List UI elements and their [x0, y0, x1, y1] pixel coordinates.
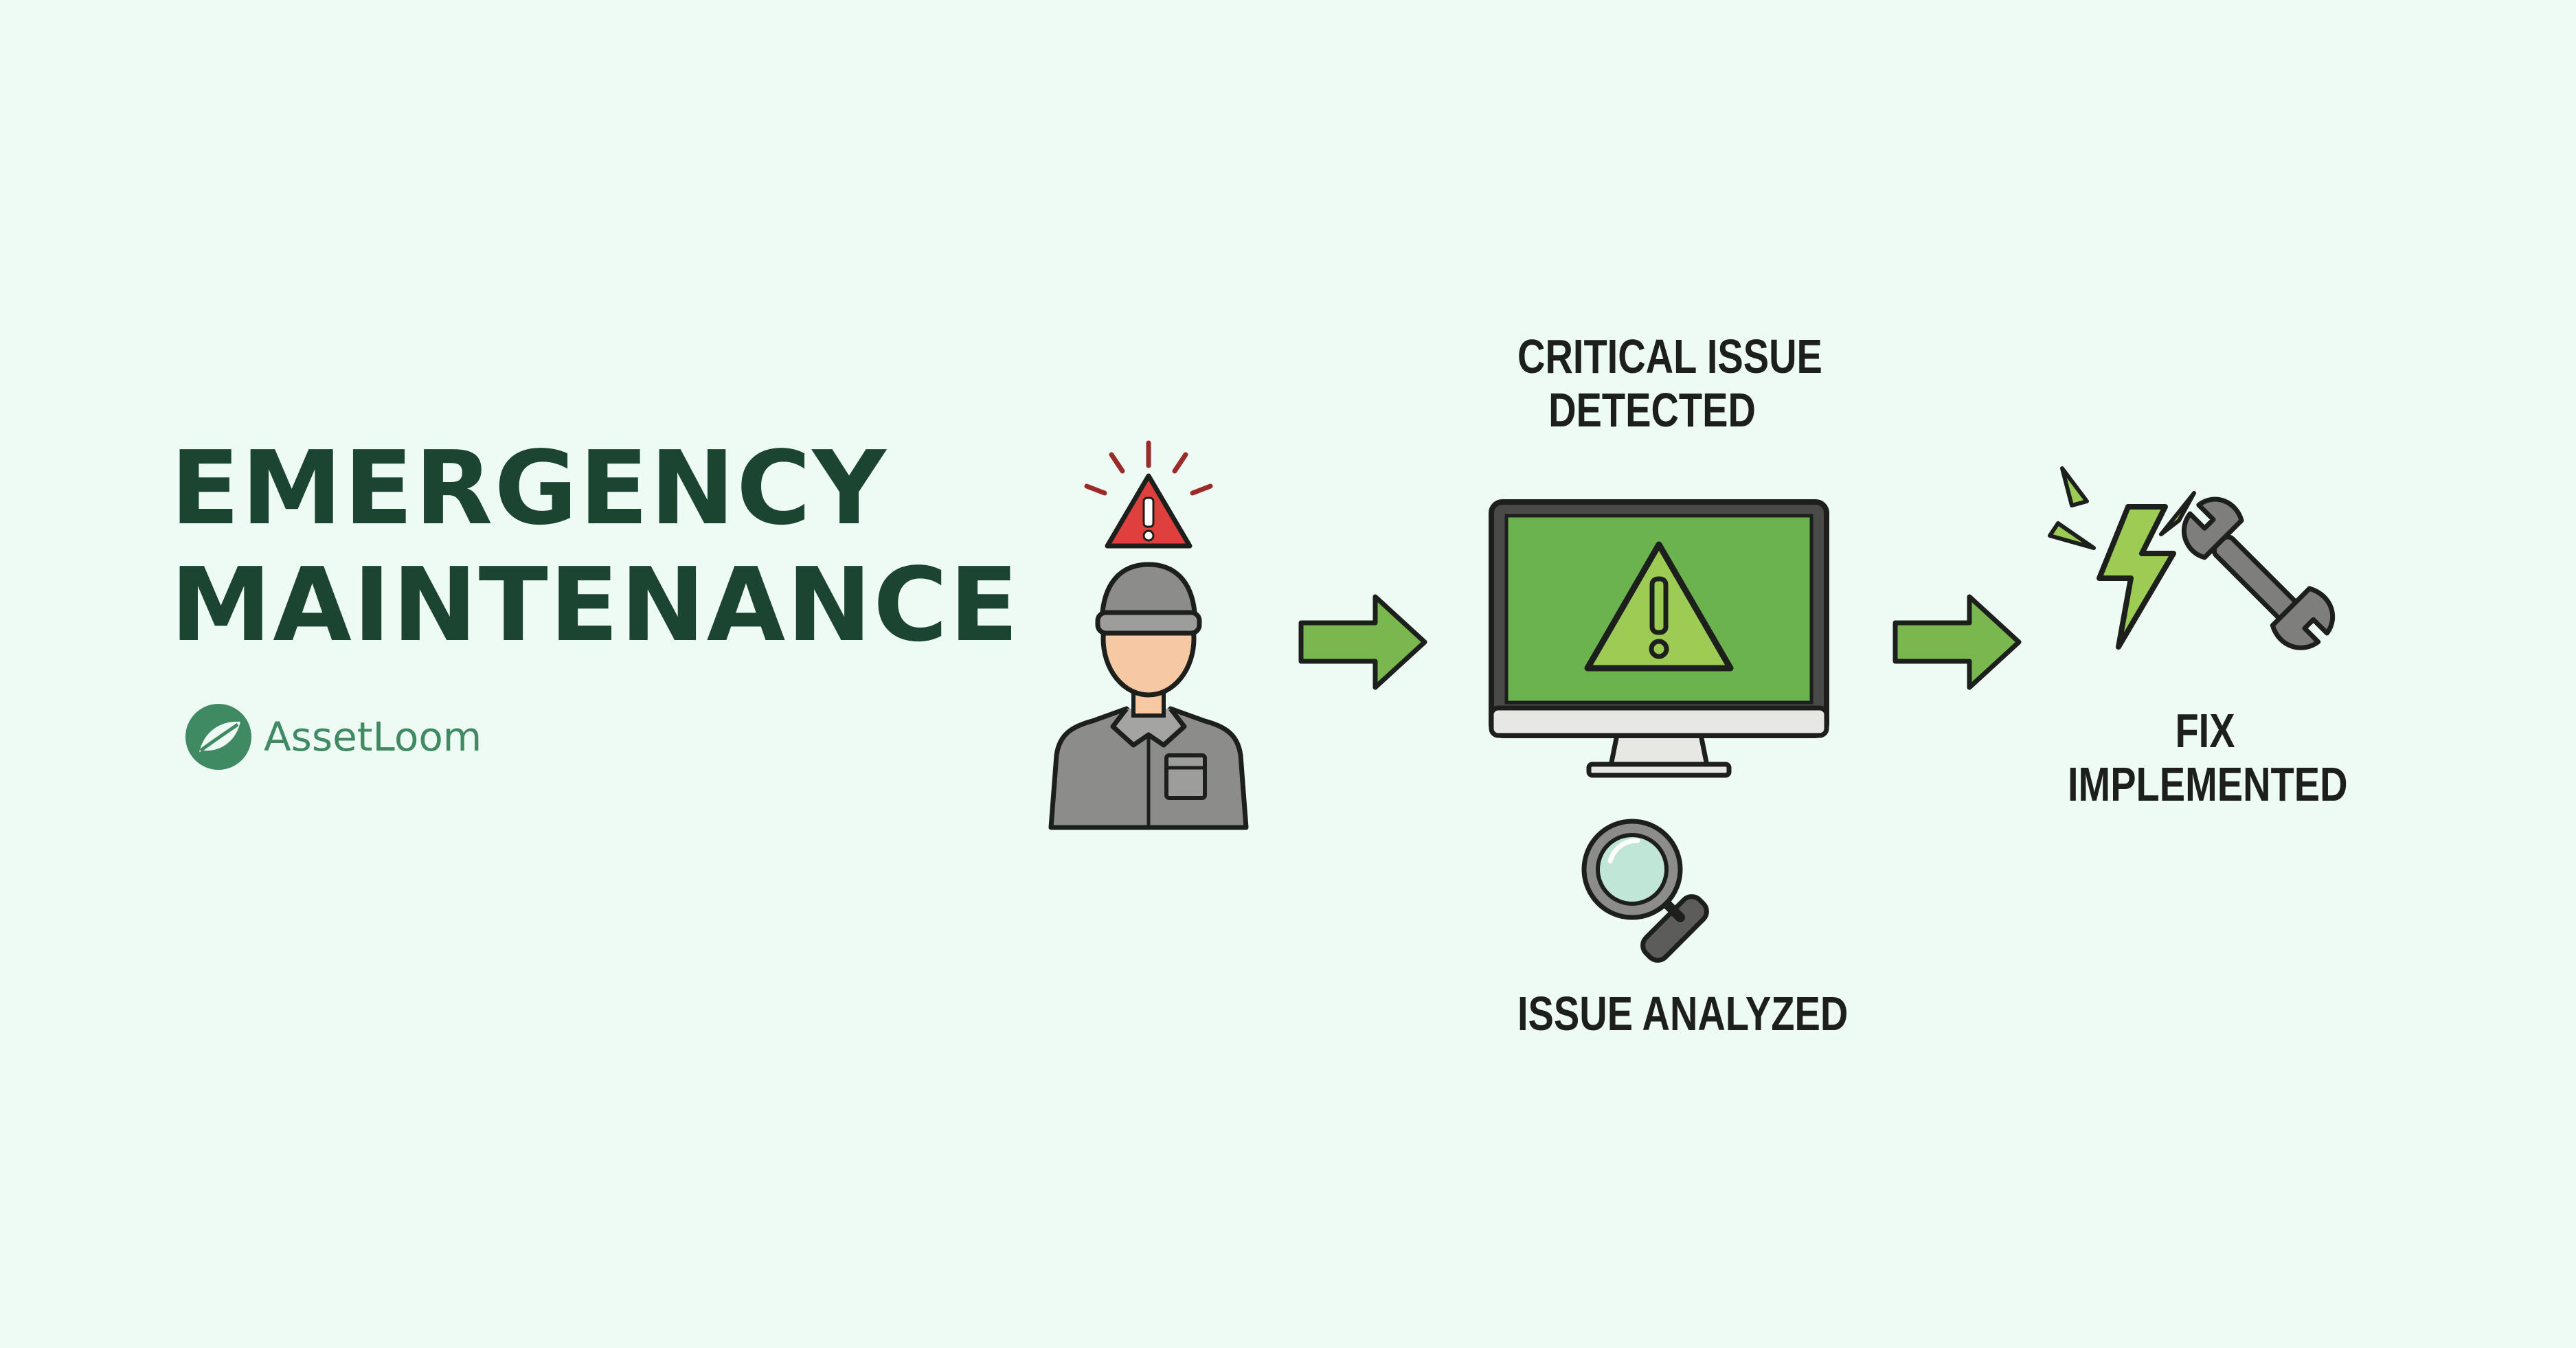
leaf-logo-icon: [185, 704, 251, 770]
label-line: ISSUE ANALYZED: [1517, 987, 1849, 1040]
lightning-wrench-icon: [2048, 466, 2336, 650]
step-label-analyzed: ISSUE ANALYZED: [1517, 987, 1849, 1040]
label-line: FIX: [2175, 704, 2235, 757]
brand-logo: AssetLoom: [184, 702, 482, 771]
technician-alert-icon: [1048, 440, 1249, 830]
magnifier-icon: [1581, 819, 1709, 963]
label-line: CRITICAL ISSUE: [1517, 330, 1822, 383]
monitor-warning-icon: [1489, 499, 1829, 778]
label-line: DETECTED: [1548, 383, 1756, 437]
title-line-2: MAINTENANCE: [170, 546, 1020, 664]
arrow-right-icon: [1298, 594, 1427, 690]
arrow-right-icon: [1893, 594, 2022, 690]
step-label-detected: CRITICAL ISSUE DETECTED: [1517, 330, 1822, 437]
label-line: IMPLEMENTED: [2068, 757, 2348, 811]
step-label-fix: FIX IMPLEMENTED: [2068, 704, 2348, 811]
brand-name: AssetLoom: [264, 713, 482, 760]
title-line-1: EMERGENCY: [170, 429, 888, 547]
